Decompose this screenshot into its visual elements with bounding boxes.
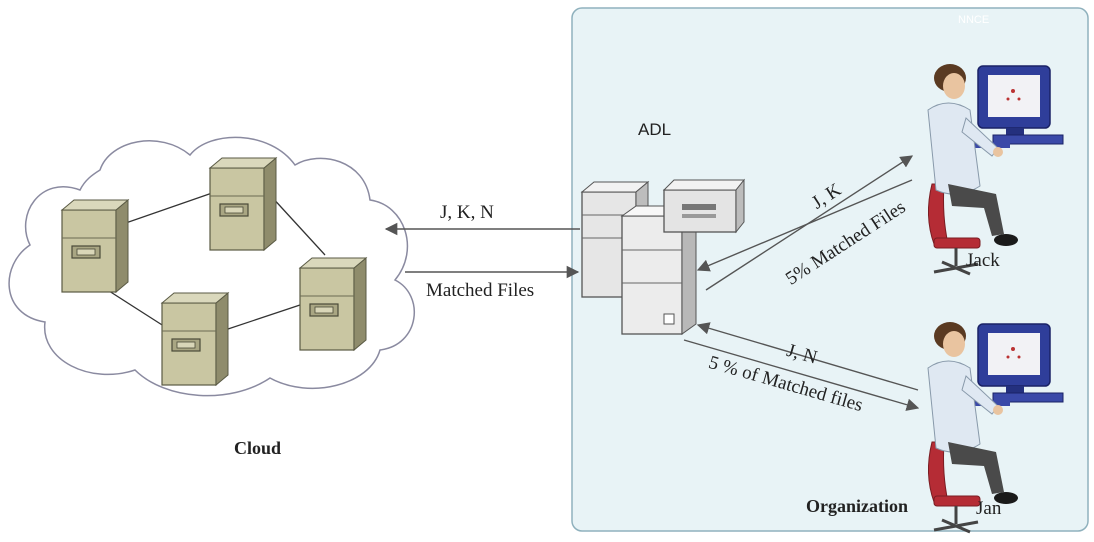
cloud-label: Cloud	[234, 438, 282, 458]
printer-icon	[662, 178, 746, 234]
arrow-jan-query	[696, 322, 919, 391]
jan-label: Jan	[976, 498, 1002, 519]
arrow-jack-result	[696, 179, 913, 272]
server-rack-icon	[580, 180, 698, 335]
server-icon	[61, 199, 129, 293]
server-icon	[299, 257, 367, 351]
organization-label: Organization	[806, 496, 908, 516]
watermark-text: NNCE	[958, 14, 990, 26]
arrow-jan-result	[683, 339, 920, 411]
server-icon	[209, 157, 277, 251]
jack-label: Jack	[966, 250, 1000, 271]
label-matched-from-cloud: Matched Files	[426, 280, 535, 301]
label-query-to-cloud: J, K, N	[440, 202, 494, 223]
server-icon	[161, 292, 229, 386]
adl-label: ADL	[638, 120, 672, 139]
